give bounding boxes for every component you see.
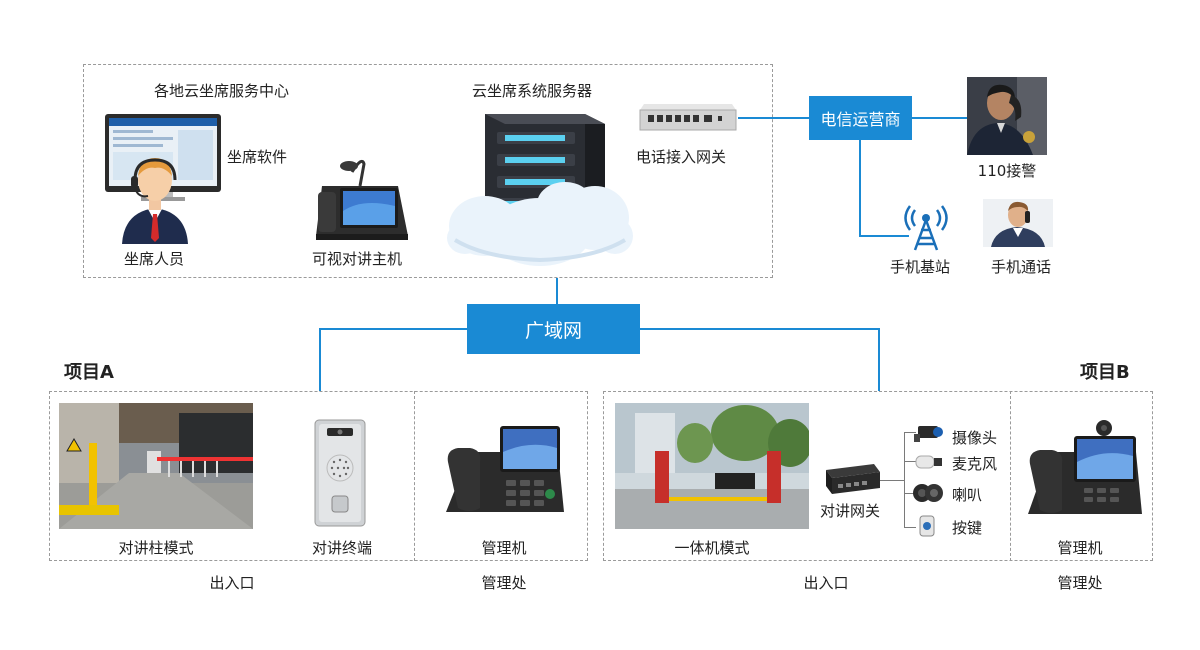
staff-person-icon bbox=[118, 152, 192, 244]
project-b-title: 项目B bbox=[1080, 362, 1130, 383]
police-photo bbox=[967, 77, 1047, 155]
office-a-label: 管理处 bbox=[481, 574, 527, 592]
office-b-label: 管理处 bbox=[1057, 574, 1103, 592]
project-a-divider bbox=[414, 391, 415, 561]
all-in-one-photo bbox=[615, 403, 809, 529]
basestation-label: 手机基站 bbox=[889, 258, 951, 276]
intercom-terminal-icon bbox=[311, 418, 369, 528]
wan-left-down-line bbox=[319, 328, 321, 391]
manager-a-label: 管理机 bbox=[481, 539, 527, 557]
manager-phone-b-icon bbox=[1024, 418, 1144, 522]
video-host-label: 可视对讲主机 bbox=[311, 250, 403, 268]
wan-right-down-line bbox=[878, 328, 880, 391]
entrance-b-label: 出入口 bbox=[803, 574, 849, 592]
pillar-mode-label: 对讲柱模式 bbox=[118, 539, 194, 557]
manager-b-label: 管理机 bbox=[1057, 539, 1103, 557]
video-host-icon bbox=[312, 156, 412, 246]
gateway-peripheral-line bbox=[880, 480, 904, 481]
service-center-frame bbox=[83, 64, 773, 278]
wan-left-line bbox=[319, 328, 467, 330]
intercom-gateway-icon bbox=[822, 462, 882, 496]
button-icon bbox=[916, 514, 940, 540]
server-label: 云坐席系统服务器 bbox=[472, 82, 593, 100]
pillar-mode-photo bbox=[59, 403, 253, 529]
project-a-frame bbox=[49, 391, 588, 561]
project-b-frame bbox=[603, 391, 1153, 561]
telecom-operator-label: 电信运营商 bbox=[820, 110, 901, 129]
button-branch bbox=[904, 527, 916, 528]
antenna-icon bbox=[903, 200, 949, 252]
software-label: 坐席软件 bbox=[227, 148, 288, 166]
project-a-title: 项目A bbox=[64, 362, 114, 383]
basestation-line bbox=[859, 235, 909, 237]
mobile-call-photo bbox=[983, 199, 1053, 247]
manager-phone-a-icon bbox=[440, 422, 566, 522]
camera-icon bbox=[914, 420, 944, 444]
wan-box: 广域网 bbox=[467, 304, 640, 354]
staff-label: 坐席人员 bbox=[123, 250, 185, 268]
speaker-label: 喇叭 bbox=[952, 486, 983, 504]
wan-right-line bbox=[640, 328, 880, 330]
telecom-operator-box: 电信运营商 bbox=[809, 96, 912, 140]
mic-branch bbox=[904, 461, 916, 462]
speaker-icon bbox=[912, 481, 944, 505]
mic-label: 麦克风 bbox=[952, 455, 998, 473]
cloud-server-icon bbox=[445, 108, 635, 266]
entrance-a-label: 出入口 bbox=[209, 574, 255, 592]
phone-gateway-icon bbox=[638, 100, 738, 134]
peripheral-vertical-line bbox=[904, 432, 905, 528]
terminal-label: 对讲终端 bbox=[311, 539, 373, 557]
speaker-branch bbox=[904, 493, 916, 494]
project-b-divider bbox=[1010, 391, 1011, 561]
button-label: 按键 bbox=[952, 519, 983, 537]
mic-icon bbox=[914, 452, 944, 472]
mobile-call-label: 手机通话 bbox=[990, 258, 1052, 276]
police-label: 110接警 bbox=[977, 162, 1037, 180]
intercom-gateway-label: 对讲网关 bbox=[819, 502, 881, 520]
gateway-label: 电话接入网关 bbox=[636, 148, 727, 166]
telecom-police-line bbox=[912, 117, 968, 119]
service-center-title: 各地云坐席服务中心 bbox=[154, 82, 290, 100]
camera-label: 摄像头 bbox=[952, 429, 998, 447]
wan-up-line bbox=[556, 278, 558, 304]
telecom-down-line bbox=[859, 140, 861, 236]
camera-branch bbox=[904, 432, 916, 433]
gateway-telecom-line bbox=[738, 117, 809, 119]
wan-label: 广域网 bbox=[524, 319, 582, 342]
all-in-one-label: 一体机模式 bbox=[674, 539, 750, 557]
